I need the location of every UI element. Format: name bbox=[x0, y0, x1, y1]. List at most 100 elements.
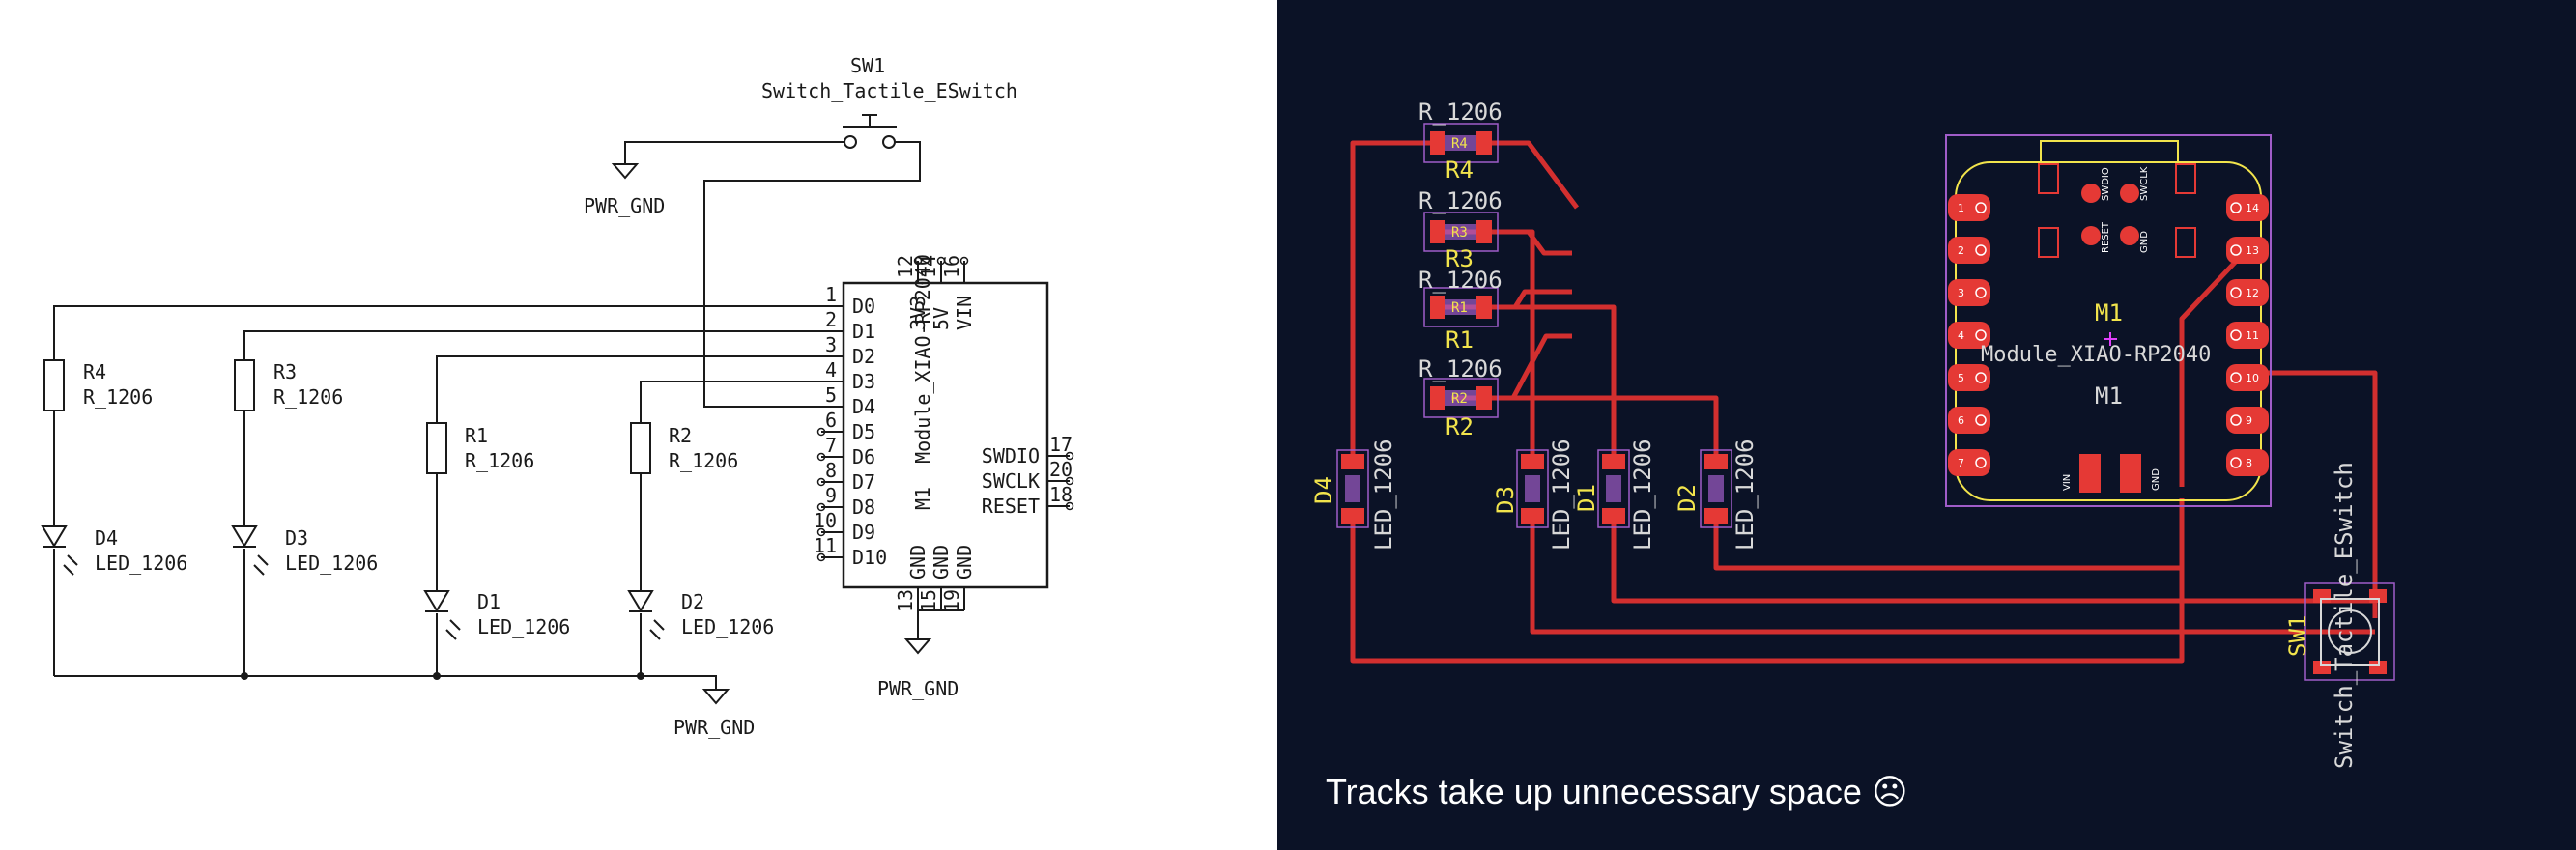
led-d2 bbox=[627, 590, 665, 640]
module-pad-number: 13 bbox=[2246, 244, 2259, 257]
pad-hole bbox=[1975, 287, 1987, 298]
unconnected-pin-marker bbox=[936, 256, 946, 266]
gnd-symbol-top bbox=[611, 163, 640, 180]
pad-hole bbox=[2230, 202, 2242, 213]
pcb-d3-ref: D3 bbox=[1492, 486, 1519, 514]
switch-sw1 bbox=[843, 114, 897, 149]
wire-junctions bbox=[241, 672, 644, 680]
module-pin-number: 7 bbox=[825, 434, 837, 457]
r1-value: R_1206 bbox=[465, 449, 534, 472]
pcb-r3-value: R_1206 bbox=[1418, 187, 1503, 214]
module-courtyard bbox=[1945, 134, 2272, 507]
module-pad bbox=[1948, 364, 1990, 391]
pad-hole bbox=[2230, 372, 2242, 383]
module-pad-number: 6 bbox=[1958, 414, 1964, 427]
pcb-led-d4 bbox=[1336, 449, 1369, 528]
module-pad bbox=[2226, 407, 2269, 434]
module-pin-number: 8 bbox=[825, 459, 837, 482]
led-d3 bbox=[231, 525, 269, 576]
pcb-r2-inner-ref: R2 bbox=[1451, 391, 1468, 407]
pad-hole bbox=[1975, 372, 1987, 383]
module-pin-name: D5 bbox=[852, 420, 875, 443]
d2-value: LED_1206 bbox=[681, 615, 774, 638]
module-pad bbox=[2226, 322, 2269, 349]
unconnected-pin-marker bbox=[1065, 451, 1074, 461]
module-pad bbox=[1948, 237, 1990, 264]
module-pad-number: 7 bbox=[1958, 457, 1964, 469]
resistor-r1 bbox=[426, 422, 447, 474]
pcb-r1-ref: R1 bbox=[1445, 326, 1474, 354]
module-pad-number: 10 bbox=[2246, 372, 2259, 384]
pcb-r3-ref: R3 bbox=[1445, 245, 1474, 272]
top-label-swclk: SWCLK bbox=[2139, 166, 2150, 201]
module-pin-name: GND bbox=[906, 545, 930, 580]
pcb-module-value: Module_XIAO-RP2040 bbox=[1981, 343, 2211, 367]
r2-value: R_1206 bbox=[669, 449, 738, 472]
pcb-d2-ref: D2 bbox=[1674, 484, 1701, 512]
module-pad bbox=[2226, 237, 2269, 264]
pcb-sw1-value: Switch_Tactile_ESwitch bbox=[2331, 462, 2358, 769]
module-pad bbox=[2226, 194, 2269, 221]
unconnected-pin-marker bbox=[816, 427, 826, 437]
pcb-sw1-ref: SW1 bbox=[2284, 615, 2311, 657]
bottom-pad-vin bbox=[2079, 454, 2101, 493]
pad-hole bbox=[2230, 244, 2242, 256]
module-pad-number: 8 bbox=[2246, 457, 2252, 469]
module-pin-number: 14 bbox=[917, 255, 940, 278]
pcb-r1-value: R_1206 bbox=[1418, 267, 1503, 294]
schematic-panel: PWR_GND PWR_GND PWR_GND SW1 Switch_Tacti… bbox=[0, 0, 1277, 850]
pcb-d2-value: LED_1206 bbox=[1732, 439, 1759, 551]
sw1-ref: SW1 bbox=[850, 54, 885, 77]
r3-value: R_1206 bbox=[273, 385, 343, 409]
module-pin-number: 6 bbox=[825, 409, 837, 432]
module-pin-number: 11 bbox=[814, 534, 837, 557]
pcb-led-d1 bbox=[1597, 449, 1630, 528]
r3-ref: R3 bbox=[273, 360, 297, 383]
module-pin-name: SWCLK bbox=[982, 469, 1040, 493]
pcb-d1-value: LED_1206 bbox=[1629, 439, 1656, 551]
bottom-label-vin: VIN bbox=[2062, 474, 2073, 491]
gnd-label-top: PWR_GND bbox=[584, 194, 665, 217]
module-pad-number: 9 bbox=[2246, 414, 2252, 427]
module-pad bbox=[1948, 322, 1990, 349]
unconnected-pin-marker bbox=[816, 477, 826, 487]
pcb-led-d2 bbox=[1700, 449, 1732, 528]
module-pin-name: SWDIO bbox=[982, 444, 1040, 468]
pcb-r2-ref: R2 bbox=[1445, 413, 1474, 440]
unconnected-pin-marker bbox=[816, 552, 826, 562]
module-pin-name: 3V3 bbox=[906, 296, 930, 330]
pcb-d1-ref: D1 bbox=[1573, 484, 1600, 512]
module-pin-name: D6 bbox=[852, 445, 875, 468]
module-pad bbox=[2226, 279, 2269, 306]
pcb-r4-inner-ref: R4 bbox=[1451, 136, 1468, 152]
schematic-wires bbox=[53, 141, 965, 690]
module-pin-number: 1 bbox=[825, 283, 837, 306]
sw1-value: Switch_Tactile_ESwitch bbox=[761, 79, 1017, 102]
unconnected-pin-marker bbox=[1065, 476, 1074, 486]
pad-hole bbox=[1975, 244, 1987, 256]
gnd-symbol-bottom bbox=[701, 689, 730, 705]
d3-value: LED_1206 bbox=[285, 552, 378, 575]
module-pin-name: D9 bbox=[852, 521, 875, 544]
pcb-r4-ref: R4 bbox=[1445, 156, 1474, 184]
module-pad-number: 5 bbox=[1958, 372, 1964, 384]
module-pin-number: 20 bbox=[1049, 458, 1073, 481]
module-pad-number: 1 bbox=[1958, 202, 1964, 214]
pcb-led-d3 bbox=[1516, 449, 1549, 528]
module-pin-name: D1 bbox=[852, 320, 875, 343]
module-pin-number: 18 bbox=[1049, 483, 1073, 506]
pcb-module-ref: M1 bbox=[2095, 299, 2123, 326]
pcb-d4-ref: D4 bbox=[1310, 476, 1337, 504]
module-pin-name: D4 bbox=[852, 395, 875, 418]
unconnected-pin-marker bbox=[816, 452, 826, 462]
gnd-label-module: PWR_GND bbox=[877, 677, 959, 700]
gnd-label-bottom: PWR_GND bbox=[673, 716, 755, 739]
top-label-swdio: SWDIO bbox=[2101, 167, 2111, 201]
module-pin-number: 2 bbox=[825, 308, 837, 331]
module-pin-name: RESET bbox=[982, 495, 1040, 518]
module-pin-number: 5 bbox=[825, 383, 837, 407]
pad-hole bbox=[2230, 414, 2242, 426]
pad-hole bbox=[2230, 457, 2242, 468]
